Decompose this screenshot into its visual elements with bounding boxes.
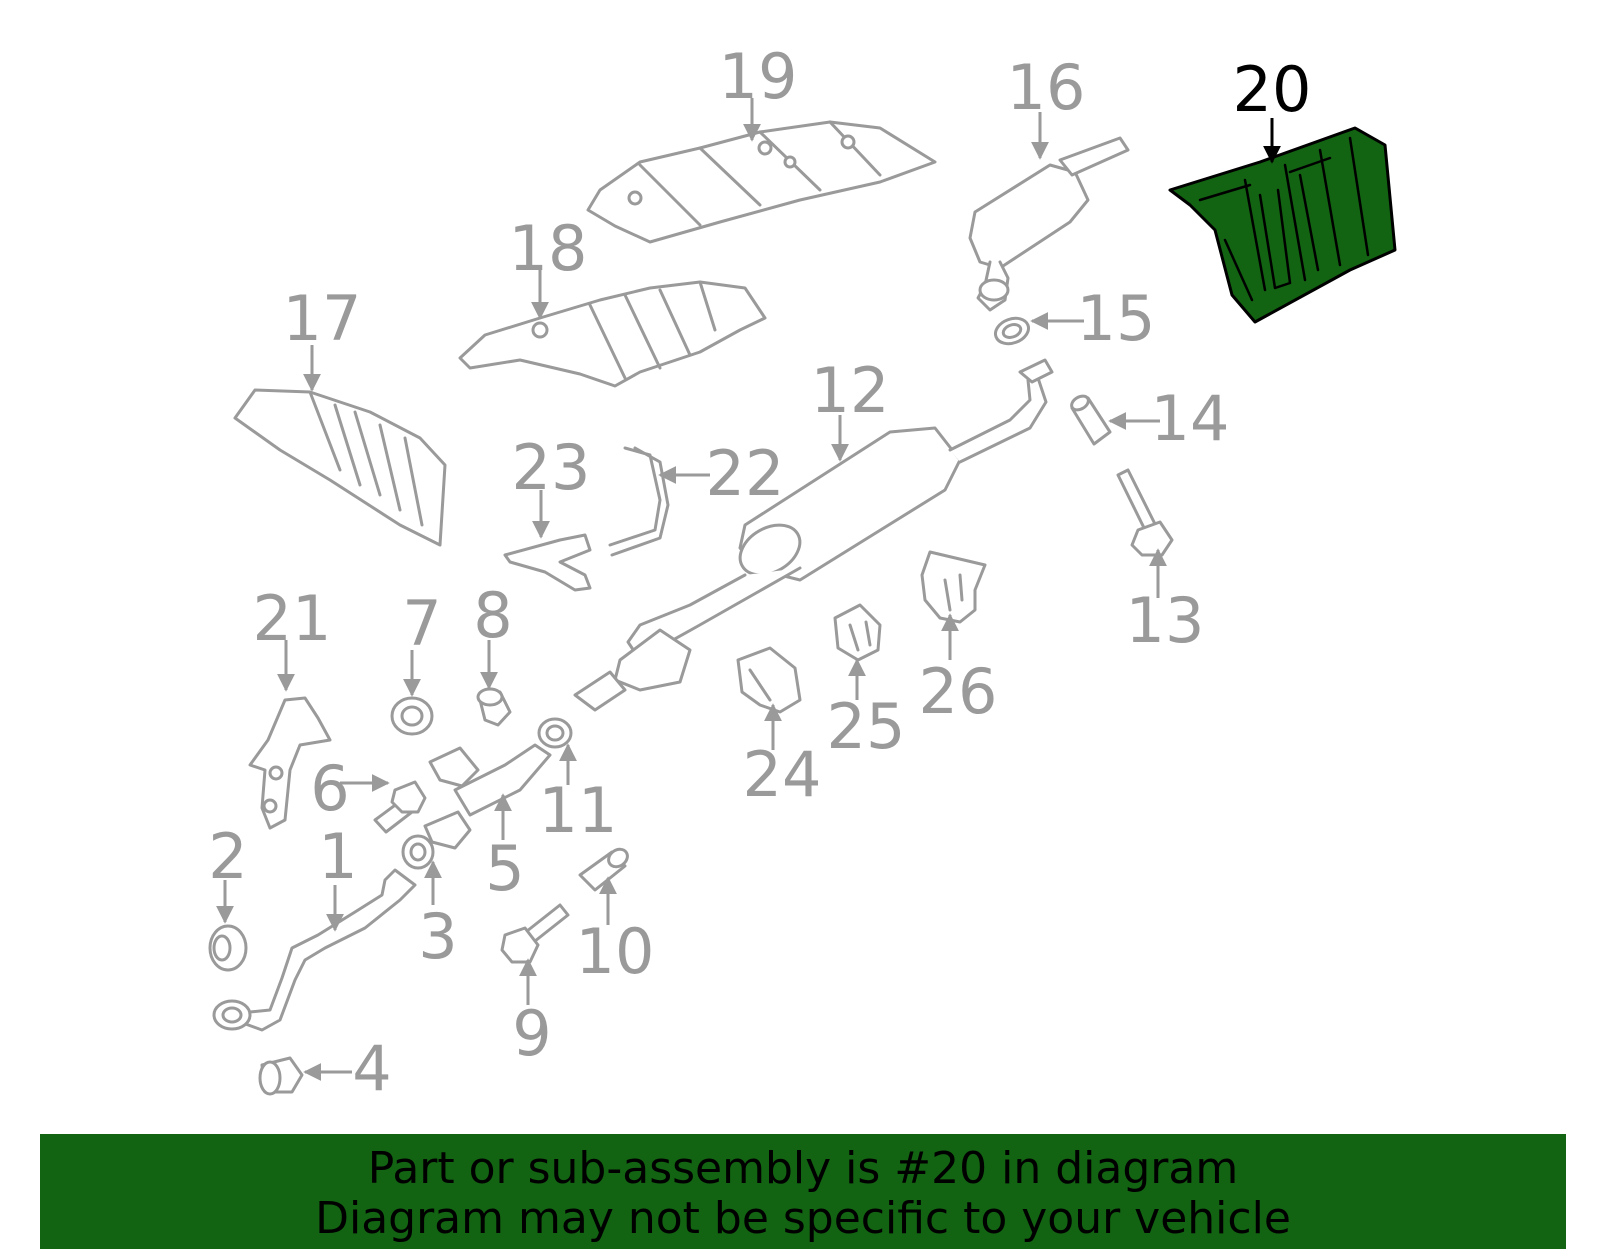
part-18-heat-shield[interactable] bbox=[458, 280, 767, 388]
part-2-nut[interactable] bbox=[208, 924, 248, 972]
callout-16: 16 bbox=[1007, 51, 1086, 124]
part-5-front-pipe[interactable] bbox=[423, 743, 552, 850]
callout-20: 20 bbox=[1233, 53, 1312, 126]
part-23-bracket[interactable] bbox=[503, 533, 592, 592]
part-12-center-muffler-pipe[interactable] bbox=[573, 358, 1054, 712]
part-14-insulator[interactable] bbox=[1069, 393, 1112, 446]
part-7-nut[interactable] bbox=[390, 696, 434, 736]
callout-labels: 19 18 17 16 20 15 14 13 12 22 23 21 7 8 … bbox=[208, 40, 1311, 1105]
callout-11: 11 bbox=[539, 774, 618, 847]
banner-line-1: Part or sub-assembly is #20 in diagram bbox=[367, 1143, 1239, 1194]
callout-2: 2 bbox=[208, 820, 247, 893]
callout-3: 3 bbox=[418, 900, 457, 973]
part-3-gasket[interactable] bbox=[401, 834, 435, 870]
part-25-mount[interactable] bbox=[833, 603, 882, 662]
part-22-hanger[interactable] bbox=[608, 446, 670, 557]
part-19-heat-shield[interactable] bbox=[586, 120, 937, 244]
callout-5: 5 bbox=[485, 832, 524, 905]
callout-14: 14 bbox=[1151, 382, 1230, 455]
callout-17: 17 bbox=[283, 282, 362, 355]
part-6-bolt[interactable] bbox=[373, 780, 427, 834]
callout-18: 18 bbox=[509, 212, 588, 285]
part-15-gasket[interactable] bbox=[992, 314, 1032, 348]
callout-10: 10 bbox=[576, 915, 655, 988]
part-9-bolt[interactable] bbox=[500, 903, 570, 964]
part-11-gasket[interactable] bbox=[537, 717, 573, 749]
callout-23: 23 bbox=[512, 431, 591, 504]
callout-4: 4 bbox=[352, 1032, 391, 1105]
callout-7: 7 bbox=[402, 587, 441, 660]
info-banner: Part or sub-assembly is #20 in diagram D… bbox=[40, 1134, 1566, 1249]
callout-arrows bbox=[216, 98, 1281, 1081]
part-17-heat-shield[interactable] bbox=[233, 388, 447, 547]
callout-26: 26 bbox=[919, 655, 998, 728]
callout-6: 6 bbox=[310, 752, 349, 825]
part-24-mount[interactable] bbox=[736, 646, 802, 714]
part-1-exhaust-pipe[interactable] bbox=[212, 868, 417, 1032]
banner-line-2: Diagram may not be specific to your vehi… bbox=[315, 1193, 1291, 1244]
part-21-bracket[interactable] bbox=[248, 696, 332, 830]
callout-12: 12 bbox=[811, 354, 890, 427]
callout-9: 9 bbox=[512, 997, 551, 1070]
callout-21: 21 bbox=[253, 582, 332, 655]
callout-22: 22 bbox=[706, 437, 785, 510]
callout-8: 8 bbox=[473, 579, 512, 652]
callout-25: 25 bbox=[827, 690, 906, 763]
callout-15: 15 bbox=[1077, 282, 1156, 355]
part-8-bushing[interactable] bbox=[476, 687, 512, 727]
part-4-bushing[interactable] bbox=[258, 1056, 304, 1096]
part-10-insulator[interactable] bbox=[578, 846, 631, 892]
callout-13: 13 bbox=[1126, 584, 1205, 657]
callout-24: 24 bbox=[743, 738, 822, 811]
callout-19: 19 bbox=[719, 40, 798, 113]
part-16-rear-muffler[interactable] bbox=[968, 136, 1130, 312]
part-26-mount[interactable] bbox=[920, 550, 987, 624]
callout-1: 1 bbox=[318, 820, 357, 893]
part-13-bolt[interactable] bbox=[1116, 468, 1174, 557]
part-20-heat-shield-highlighted[interactable] bbox=[1168, 126, 1397, 324]
